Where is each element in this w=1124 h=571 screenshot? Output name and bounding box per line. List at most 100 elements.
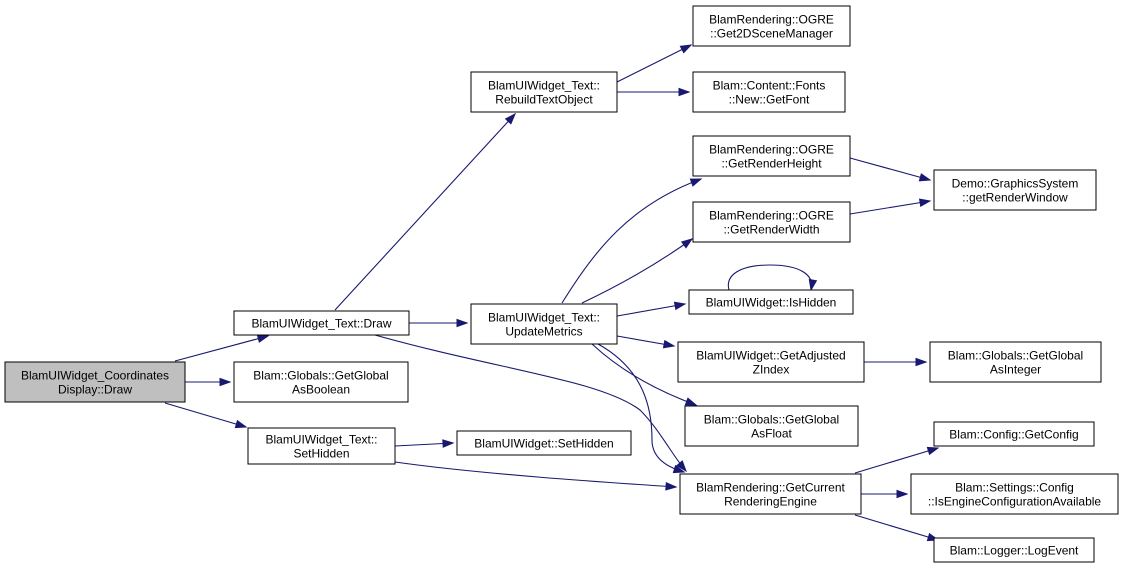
edge-zindex-to-get-int bbox=[864, 357, 928, 367]
edge-line bbox=[616, 44, 692, 83]
node-box bbox=[684, 405, 859, 447]
edge-line bbox=[581, 238, 693, 304]
edge-arrowhead bbox=[672, 464, 686, 474]
edge-text-draw-to-engine bbox=[374, 334, 687, 473]
node-box bbox=[692, 201, 851, 243]
edge-update-to-renderwidth bbox=[581, 238, 694, 304]
node-engineconfig[interactable]: Blam::Settings::Config::IsEngineConfigur… bbox=[910, 473, 1119, 515]
node-box bbox=[692, 71, 846, 113]
edges-layer bbox=[164, 44, 940, 542]
edge-arrowhead bbox=[504, 112, 516, 125]
edge-text-draw-to-rebuild bbox=[334, 112, 516, 311]
edge-arrowhead bbox=[808, 278, 818, 292]
node-label-line: BlamRendering::OGRE bbox=[709, 13, 834, 27]
node-box bbox=[933, 421, 1095, 447]
node-text-draw[interactable]: BlamUIWidget_Text::Draw bbox=[233, 310, 410, 336]
node-label-line: BlamRendering::GetCurrent bbox=[696, 481, 845, 495]
node-label-line: BlamUIWidget_Text:: bbox=[265, 433, 377, 447]
node-label-line: ZIndex bbox=[753, 363, 790, 377]
edge-arrowhead bbox=[926, 446, 940, 456]
node-label-line: Blam::Config::GetConfig bbox=[949, 428, 1078, 442]
node-widget-sethidden[interactable]: BlamUIWidget::SetHidden bbox=[456, 430, 632, 456]
node-label-line: RenderingEngine bbox=[724, 495, 817, 509]
edge-engine-to-engineconfig bbox=[861, 489, 909, 499]
edge-line bbox=[849, 200, 931, 215]
edge-arrowhead bbox=[918, 173, 932, 182]
node-label-line: Blam::Globals::GetGlobal bbox=[253, 369, 388, 383]
edge-line bbox=[854, 447, 939, 474]
node-update[interactable]: BlamUIWidget_Text::UpdateMetrics bbox=[470, 303, 618, 345]
edge-line bbox=[561, 178, 702, 304]
node-renderwidth[interactable]: BlamRendering::OGRE::GetRenderWidth bbox=[692, 201, 851, 243]
node-text-sethidden[interactable]: BlamUIWidget_Text::SetHidden bbox=[247, 427, 396, 465]
node-label-line: AsBoolean bbox=[292, 383, 350, 397]
nodes-layer: BlamUIWidget_CoordinatesDisplay::DrawBla… bbox=[4, 5, 1119, 563]
node-renderheight[interactable]: BlamRendering::OGRE::GetRenderHeight bbox=[692, 135, 851, 177]
edge-arrowhead bbox=[680, 238, 694, 249]
edge-line bbox=[164, 402, 247, 428]
node-get2d[interactable]: BlamRendering::OGRE::Get2DSceneManager bbox=[692, 5, 851, 47]
edge-update-to-ishidden bbox=[616, 301, 687, 317]
node-box bbox=[929, 341, 1102, 383]
node-label-line: ::Get2DSceneManager bbox=[710, 27, 833, 41]
node-label-line: AsFloat bbox=[751, 427, 792, 441]
node-label-line: BlamUIWidget::IsHidden bbox=[706, 296, 837, 310]
node-label-line: BlamUIWidget_Text::Draw bbox=[251, 317, 391, 331]
node-getconfig[interactable]: Blam::Config::GetConfig bbox=[933, 421, 1095, 447]
edge-root-to-text-sethidden bbox=[164, 402, 248, 429]
node-label-line: BlamUIWidget::GetAdjusted bbox=[696, 349, 845, 363]
edge-arrowhead bbox=[679, 44, 693, 54]
edge-update-to-get-float bbox=[591, 343, 698, 406]
edge-line bbox=[597, 343, 685, 473]
edge-arrowhead bbox=[689, 178, 703, 187]
edge-line bbox=[727, 264, 813, 291]
edge-arrowhead bbox=[684, 397, 698, 406]
node-box bbox=[692, 5, 851, 47]
edge-rebuild-to-getfont bbox=[617, 87, 691, 97]
node-label-line: BlamUIWidget_Text:: bbox=[488, 311, 600, 325]
node-box bbox=[677, 341, 865, 383]
edge-arrowhead bbox=[456, 318, 469, 328]
node-label-line: BlamUIWidget_Coordinates bbox=[21, 369, 169, 383]
node-box bbox=[910, 473, 1119, 515]
edge-text-draw-to-update bbox=[409, 318, 469, 328]
edge-root-to-get-bool bbox=[185, 377, 232, 387]
node-getfont[interactable]: Blam::Content::Fonts::New::GetFont bbox=[692, 71, 846, 113]
node-box bbox=[456, 430, 632, 456]
edge-update-to-engine bbox=[597, 343, 686, 474]
node-box bbox=[247, 427, 396, 465]
edge-line bbox=[394, 461, 677, 488]
edge-text-sethidden-to-engine bbox=[394, 461, 678, 491]
node-label-line: ::IsEngineConfigurationAvailable bbox=[928, 495, 1102, 509]
edge-arrowhead bbox=[673, 301, 687, 311]
edge-arrowhead bbox=[662, 339, 676, 349]
edge-renderwidth-to-renderwindow bbox=[849, 198, 932, 215]
node-box bbox=[470, 71, 618, 113]
edge-line bbox=[334, 113, 516, 311]
edge-text-sethidden-to-widget-sethidden bbox=[394, 439, 455, 448]
node-label-line: Display::Draw bbox=[58, 383, 132, 397]
node-label-line: BlamRendering::OGRE bbox=[709, 209, 834, 223]
edge-line bbox=[591, 343, 697, 406]
node-ishidden[interactable]: BlamUIWidget::IsHidden bbox=[688, 289, 854, 315]
node-box bbox=[679, 473, 862, 515]
edge-engine-to-logevent bbox=[854, 514, 940, 542]
node-box bbox=[4, 361, 186, 403]
node-box bbox=[933, 537, 1095, 563]
edge-arrowhead bbox=[915, 357, 928, 367]
edge-line bbox=[854, 514, 939, 541]
edge-update-to-renderheight bbox=[561, 178, 703, 304]
node-box bbox=[233, 310, 410, 336]
node-rebuild[interactable]: BlamUIWidget_Text::RebuildTextObject bbox=[470, 71, 618, 113]
node-renderwindow[interactable]: Demo::GraphicsSystem::getRenderWindow bbox=[933, 169, 1097, 211]
node-box bbox=[933, 169, 1097, 211]
node-label-line: ::getRenderWindow bbox=[962, 191, 1068, 205]
node-logevent[interactable]: Blam::Logger::LogEvent bbox=[933, 537, 1095, 563]
edge-arrowhead bbox=[665, 481, 678, 491]
